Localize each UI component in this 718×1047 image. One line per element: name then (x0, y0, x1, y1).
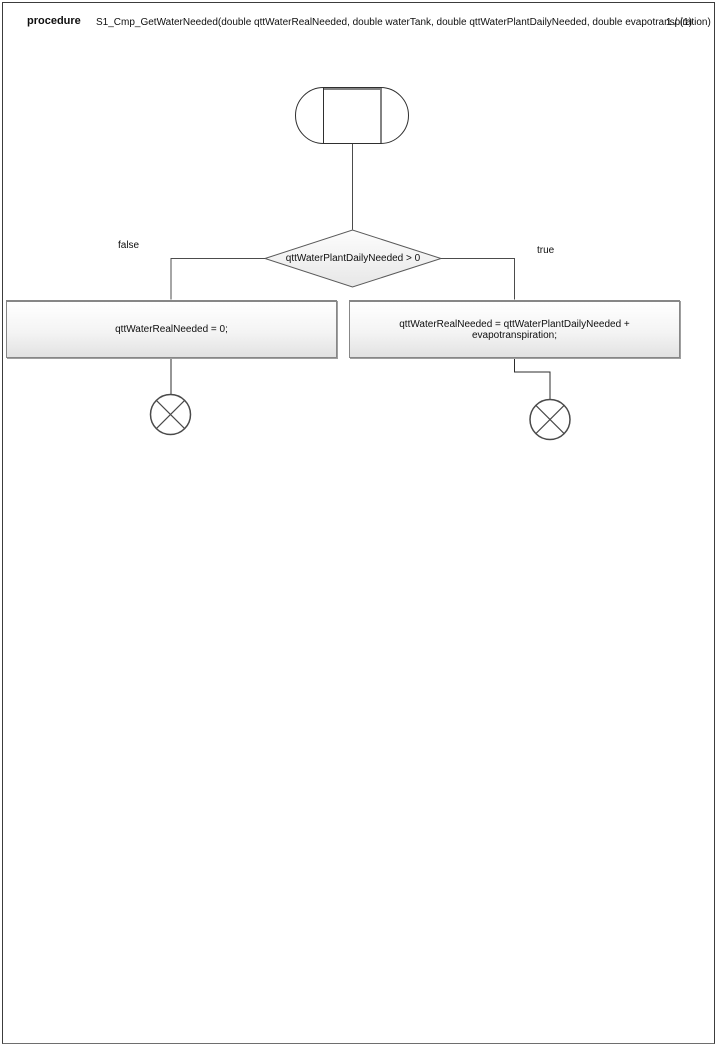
start-node-top-accent (323, 88, 382, 90)
diagram-kind-label: procedure (27, 15, 81, 27)
decision-condition-label: qttWaterPlantDailyNeeded > 0 (285, 253, 421, 264)
connector-false-branch (170, 258, 265, 300)
start-node-divider-right (380, 88, 382, 143)
flow-final-node-true (529, 398, 571, 441)
flow-final-node-false (149, 393, 192, 436)
action-node-false: qttWaterRealNeeded = 0; (6, 300, 337, 358)
start-node-divider-left (323, 88, 324, 143)
guard-label-false: false (118, 240, 140, 251)
connector-true-branch (441, 258, 515, 300)
connector-true-to-final (514, 358, 551, 400)
activity-start-node (295, 87, 409, 144)
operation-signature: S1_Cmp_GetWaterNeeded(double qttWaterRea… (96, 17, 711, 28)
guard-label-true: true (537, 245, 555, 256)
action-node-true: qttWaterRealNeeded = qttWaterPlantDailyN… (349, 300, 680, 358)
page-indicator: 1 / (1) (666, 17, 693, 28)
